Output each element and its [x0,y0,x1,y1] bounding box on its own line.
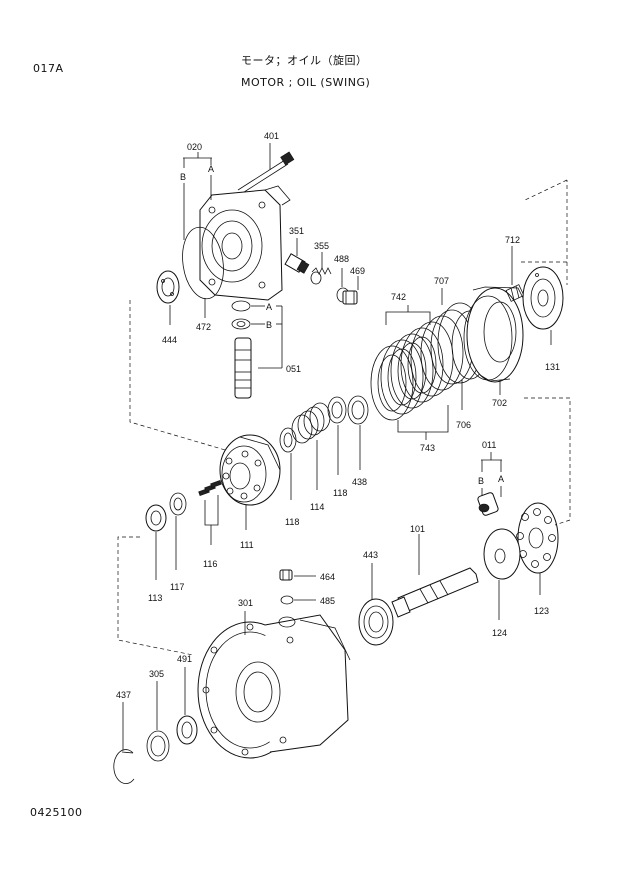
label-a-top: A [208,164,214,174]
dashed-leader-131a [521,180,568,263]
o-ring-a [231,300,251,312]
o-ring-485 [280,595,294,605]
friction-plates-742 [370,327,444,421]
callout-464: 464 [320,572,335,582]
callout-485: 485 [320,596,335,606]
callout-355: 355 [314,241,329,251]
pins-116 [198,480,222,496]
callout-020: 020 [187,142,202,152]
callout-051: 051 [286,364,301,374]
valve-cover [199,185,291,301]
label-b-mid: B [266,320,272,330]
callout-472: 472 [196,322,211,332]
shim-438 [347,395,369,425]
relief-valve-051 [234,337,252,399]
document-number: 0425100 [30,806,83,819]
ring-118-left [279,427,297,453]
callout-443: 443 [363,550,378,560]
callout-124: 124 [492,628,507,638]
label-b-right: B [478,476,484,486]
gasket-472 [182,226,224,300]
swash-plate-124 [483,528,521,580]
callout-491: 491 [177,654,192,664]
callout-702: 702 [492,398,507,408]
callout-305: 305 [149,669,164,679]
shaft-101 [391,567,479,618]
title-english: MOTOR ; OIL (SWING) [241,76,371,89]
page-code: 017A [33,62,64,75]
plug-464 [279,569,293,581]
callout-101: 101 [410,524,425,534]
ring-117 [169,492,187,516]
callout-117: 117 [170,582,184,592]
bolt-401 [237,151,295,195]
callout-401: 401 [264,131,279,141]
spring-355 [310,267,332,285]
callout-437: 437 [116,690,131,700]
callout-118-left: 118 [285,517,299,527]
label-b-top: B [180,172,186,182]
spring-114 [291,402,331,444]
dashed-leader-113 [117,536,194,656]
callout-742: 742 [391,292,406,302]
callout-116: 116 [203,559,217,569]
bearing-443 [358,598,394,646]
callout-469: 469 [350,266,365,276]
callout-131: 131 [545,362,560,372]
dashed-leader-123 [524,397,571,526]
casing-301 [197,614,351,759]
callout-706: 706 [456,420,471,430]
brake-piston-702 [463,286,524,383]
callout-123: 123 [534,606,549,616]
callout-111: 111 [240,540,254,550]
label-a-mid: A [266,302,272,312]
callout-707: 707 [434,276,449,286]
callout-113: 113 [148,593,162,603]
ring-118-right [327,396,347,424]
plug-351 [284,253,310,274]
snap-ring-437 [113,749,135,784]
cylinder-block-111 [219,434,281,506]
valve-plate-131 [522,266,564,330]
oil-seal-491 [176,715,198,745]
callout-011: 011 [482,440,496,450]
backup-ring-b [231,318,251,330]
bracket-743 [397,405,449,433]
callout-444: 444 [162,335,177,345]
title-japanese: モータ；オイル（旋回） [241,54,368,67]
dashed-leader-444 [129,300,233,453]
cover-444 [156,270,180,304]
bracket-116 [204,495,219,526]
callout-351: 351 [289,226,304,236]
retainer-113 [145,504,167,532]
label-a-right: A [498,474,504,484]
callout-743: 743 [420,443,435,453]
spring-712 [505,284,525,302]
callout-118-right: 118 [333,488,347,498]
callout-114: 114 [310,502,324,512]
plug-469 [342,290,358,305]
callout-488: 488 [334,254,349,264]
shoe-011 [477,492,499,516]
bracket-742 [385,311,431,325]
callout-712: 712 [505,235,520,245]
callout-438: 438 [352,477,367,487]
retainer-plate-123 [516,502,559,574]
callout-301: 301 [238,598,253,608]
spacer-305 [146,730,170,762]
